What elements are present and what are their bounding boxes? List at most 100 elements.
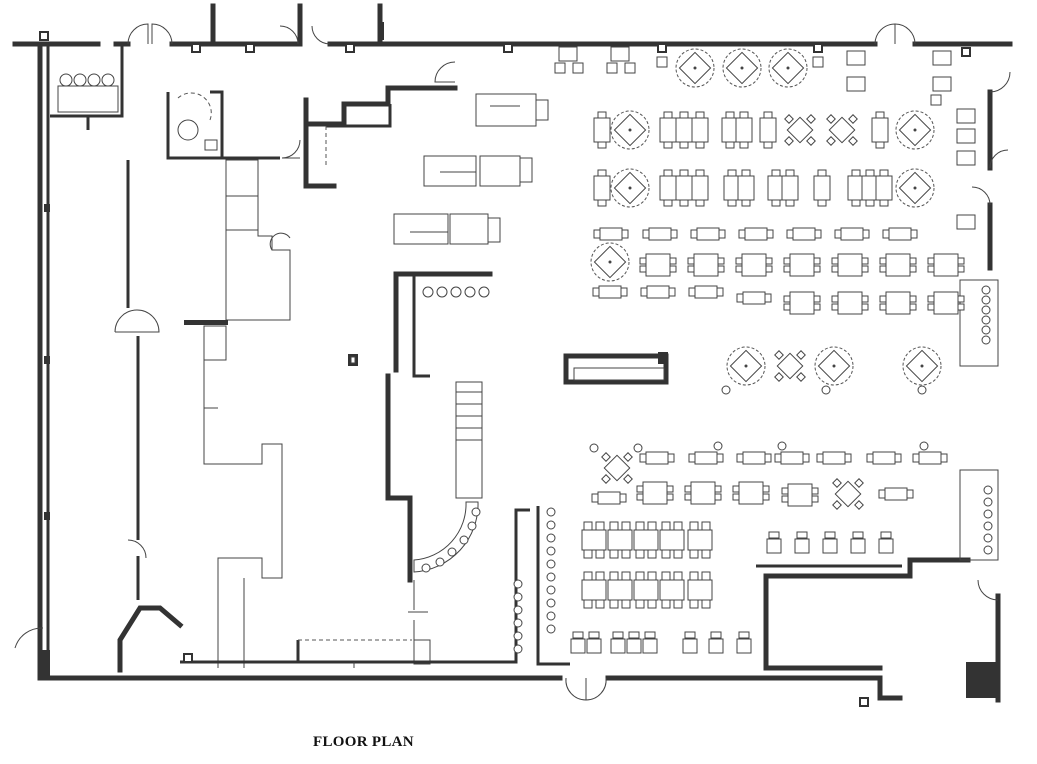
square-table-icon	[789, 253, 815, 277]
chair-icon	[771, 169, 781, 177]
chair-icon	[663, 141, 673, 149]
square-table-icon	[610, 638, 626, 654]
column-icon	[859, 697, 869, 707]
round-table-icon	[902, 346, 942, 386]
chair-icon	[844, 453, 852, 463]
square-table-icon	[828, 116, 856, 144]
central-walls	[303, 85, 458, 366]
chair-icon	[814, 229, 822, 239]
chair-icon	[679, 111, 689, 119]
chair-icon	[663, 199, 673, 207]
stool-icon	[981, 295, 991, 305]
stool-icon	[983, 521, 993, 531]
chair-icon	[862, 229, 870, 239]
square-table-icon	[659, 175, 677, 201]
square-table-icon	[694, 451, 718, 465]
square-table-icon	[586, 638, 602, 654]
square-table-icon	[781, 175, 799, 201]
round-table-icon	[722, 48, 762, 88]
stool-icon	[721, 385, 731, 395]
stool-icon	[513, 631, 523, 641]
square-table-icon	[932, 76, 952, 92]
square-table-icon	[694, 285, 718, 299]
chair-icon	[910, 229, 918, 239]
chair-icon	[802, 453, 810, 463]
chair-icon	[695, 111, 705, 119]
column-icon	[657, 43, 667, 53]
square-table-icon	[885, 253, 911, 277]
chair-icon	[640, 287, 648, 297]
chair-icon	[834, 229, 842, 239]
square-table-icon	[884, 487, 908, 501]
square-table-icon	[646, 285, 670, 299]
stool-icon	[546, 546, 556, 556]
exterior-walls	[12, 3, 1013, 703]
chair-icon	[663, 169, 673, 177]
dining-partitions	[756, 279, 999, 671]
stool-icon	[546, 611, 556, 621]
chair-icon	[593, 229, 601, 239]
round-table-icon	[814, 346, 854, 386]
stool-icon	[917, 385, 927, 395]
chair-icon	[591, 493, 599, 503]
chair-icon	[718, 229, 726, 239]
stool-icon	[513, 579, 523, 589]
stool-icon	[713, 441, 723, 451]
chair-icon	[727, 199, 737, 207]
chair-icon	[727, 169, 737, 177]
square-table-icon	[776, 352, 804, 380]
stool-icon	[546, 533, 556, 543]
chair-icon	[940, 453, 948, 463]
chair-icon	[817, 169, 827, 177]
chair-icon	[679, 199, 689, 207]
chair-icon	[812, 56, 824, 68]
chair-icon	[597, 111, 607, 119]
chair-icon	[866, 453, 874, 463]
square-table-icon	[607, 529, 633, 551]
column-icon	[961, 47, 971, 57]
stool-icon	[981, 335, 991, 345]
chair-icon	[741, 169, 751, 177]
square-table-icon	[738, 481, 764, 505]
square-table-icon	[759, 117, 777, 143]
main-bar	[385, 271, 493, 665]
square-table-icon	[736, 638, 752, 654]
square-table-icon	[766, 538, 782, 554]
chair-icon	[716, 453, 724, 463]
stool-icon	[513, 592, 523, 602]
chair-icon	[763, 141, 773, 149]
chair-icon	[639, 453, 647, 463]
square-table-icon	[603, 454, 631, 482]
square-table-icon	[888, 227, 912, 241]
chair-icon	[736, 293, 744, 303]
stool-icon	[983, 509, 993, 519]
stool-icon	[546, 507, 556, 517]
square-table-icon	[708, 638, 724, 654]
stool-icon	[981, 325, 991, 335]
chair-icon	[667, 453, 675, 463]
square-table-icon	[626, 638, 642, 654]
stool-row	[59, 73, 115, 87]
stool-icon	[546, 598, 556, 608]
square-table-icon	[687, 529, 713, 551]
chair-icon	[879, 169, 889, 177]
square-table-icon	[794, 538, 810, 554]
chair-icon	[912, 453, 920, 463]
chair-icon	[785, 199, 795, 207]
square-table-icon	[933, 253, 959, 277]
chair-icon	[930, 94, 942, 106]
booths	[393, 93, 549, 245]
square-table-icon	[633, 579, 659, 601]
square-table-icon	[837, 291, 863, 315]
chair-icon	[554, 62, 566, 74]
square-table-icon	[696, 227, 720, 241]
chair-icon	[875, 111, 885, 119]
square-table-icon	[933, 291, 959, 315]
round-table-icon	[590, 242, 630, 282]
square-table-icon	[840, 227, 864, 241]
round-table-icon	[675, 48, 715, 88]
square-table-icon	[691, 117, 709, 143]
chair-icon	[771, 199, 781, 207]
bar-counter-west	[184, 159, 291, 668]
chair-icon	[865, 199, 875, 207]
